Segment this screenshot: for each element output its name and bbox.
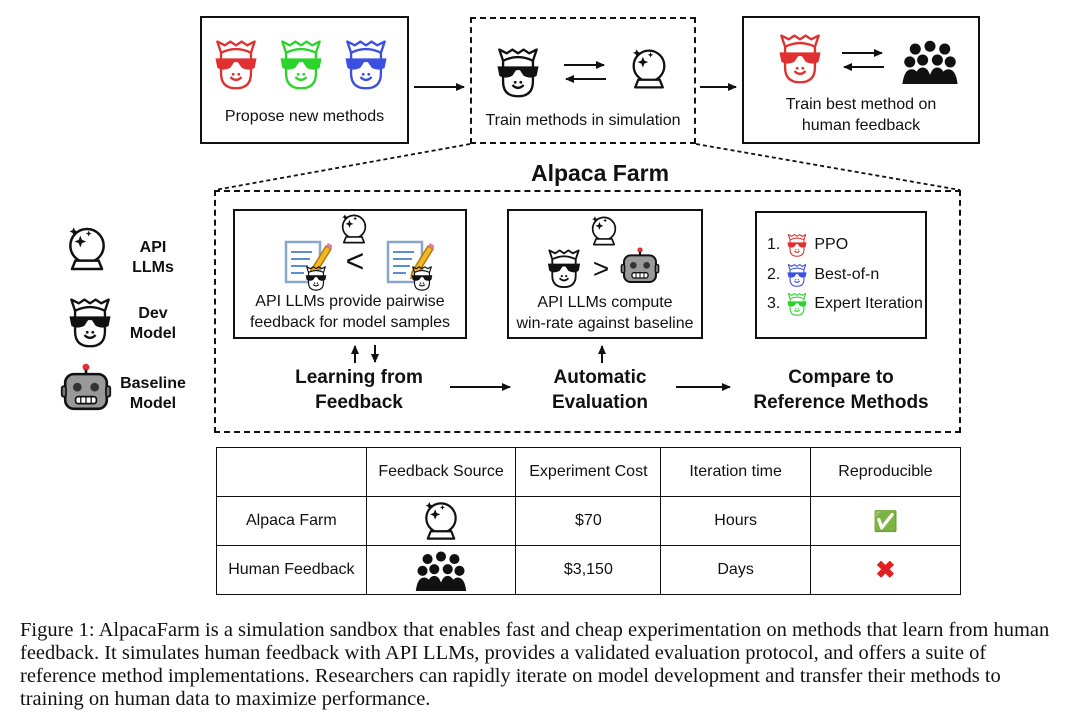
- box2-line1: API LLMs compute: [537, 294, 673, 311]
- table-header: Iteration time: [660, 447, 811, 497]
- stage-arrow: [450, 383, 511, 391]
- alpaca-farm-title: Alpaca Farm: [530, 160, 670, 186]
- train-label-2: human feedback: [801, 117, 921, 134]
- table-header-row: Feedback Source Experiment Cost Iteratio…: [216, 447, 962, 497]
- stage-compare-2: Reference Methods: [753, 392, 929, 413]
- stage-evaluation-1: Automatic: [553, 367, 647, 388]
- baseline-model-legend-icon: [60, 362, 112, 414]
- evaluation-arrow: [598, 345, 606, 363]
- zoom-connector: [214, 143, 961, 191]
- table-row: Alpaca Farm $70 Hours ✅: [216, 496, 962, 546]
- legend-api-1: API: [139, 239, 167, 256]
- sim-exchange-arrows: [564, 61, 606, 83]
- table-header: Feedback Source: [365, 447, 517, 497]
- feedback-source-cell: [365, 496, 517, 546]
- dev-model-legend-icon: [62, 294, 118, 350]
- crowd-icon: [415, 549, 467, 591]
- comparison-table: Feedback Source Experiment Cost Iteratio…: [216, 447, 962, 595]
- method-item-expert-iteration: 3. Expert Iteration: [767, 291, 923, 317]
- red-alpaca-icon: [784, 232, 810, 258]
- stage-compare-1: Compare to: [788, 367, 894, 388]
- blue-alpaca-icon: [784, 262, 810, 288]
- row-name: Human Feedback: [216, 545, 367, 595]
- legend-api-2: LLMs: [132, 259, 174, 276]
- feedback-arrows: [351, 345, 379, 363]
- stage-learning-2: Feedback: [315, 392, 403, 413]
- time-cell: Hours: [660, 496, 811, 546]
- crystal-ball-icon: [419, 499, 463, 543]
- box1-line2: feedback for model samples: [249, 314, 451, 331]
- feedback-source-cell: [365, 545, 517, 595]
- green-alpaca-icon: [784, 291, 810, 317]
- legend-dev-1: Dev: [138, 305, 168, 322]
- crystal-ball-icon: [337, 212, 371, 246]
- figure-caption: Figure 1: AlpacaFarm is a simulation san…: [20, 619, 1050, 710]
- dev-alpaca-icon: [542, 246, 586, 290]
- legend-base-2: Model: [129, 395, 177, 412]
- check-icon: ✅: [809, 496, 962, 546]
- stage-evaluation-2: Evaluation: [551, 392, 649, 413]
- greater-than-sign: >: [592, 253, 610, 284]
- flow-arrow: [700, 83, 737, 91]
- less-than-sign: <: [345, 243, 365, 279]
- propose-label: Propose new methods: [224, 108, 385, 125]
- dev-alpaca-icon: [302, 264, 330, 292]
- row-name: Alpaca Farm: [216, 496, 367, 546]
- box1-line1: API LLMs provide pairwise: [255, 293, 445, 310]
- flow-arrow: [414, 83, 465, 91]
- legend-dev-2: Model: [129, 325, 177, 342]
- table-header: Reproducible: [809, 447, 962, 497]
- reference-methods-box: [755, 211, 927, 339]
- robot-icon: [620, 246, 660, 286]
- api-llm-legend-icon: [62, 224, 112, 274]
- method-item-ppo: 1. PPO: [767, 232, 848, 258]
- cost-cell: $70: [515, 496, 662, 546]
- human-exchange-arrows: [842, 49, 884, 71]
- table-header: [216, 447, 367, 497]
- table-row: Human Feedback $3,150 Days ✖: [216, 545, 962, 595]
- stage-learning-1: Learning from: [295, 367, 423, 388]
- alpaca-farm-box: [214, 190, 961, 433]
- simulation-box: [470, 17, 696, 144]
- cost-cell: $3,150: [515, 545, 662, 595]
- box2-line2: win-rate against baseline: [516, 315, 694, 332]
- table-header: Experiment Cost: [515, 447, 662, 497]
- dev-alpaca-icon: [408, 264, 436, 292]
- time-cell: Days: [660, 545, 811, 595]
- crystal-ball-icon: [587, 214, 621, 248]
- legend-base-1: Baseline: [120, 375, 186, 392]
- simulate-label: Train methods in simulation: [485, 112, 681, 129]
- cross-icon: ✖: [809, 545, 962, 595]
- stage-arrow: [676, 383, 731, 391]
- method-item-best-of-n: 2. Best-of-n: [767, 262, 879, 288]
- train-label-1: Train best method on: [785, 96, 937, 113]
